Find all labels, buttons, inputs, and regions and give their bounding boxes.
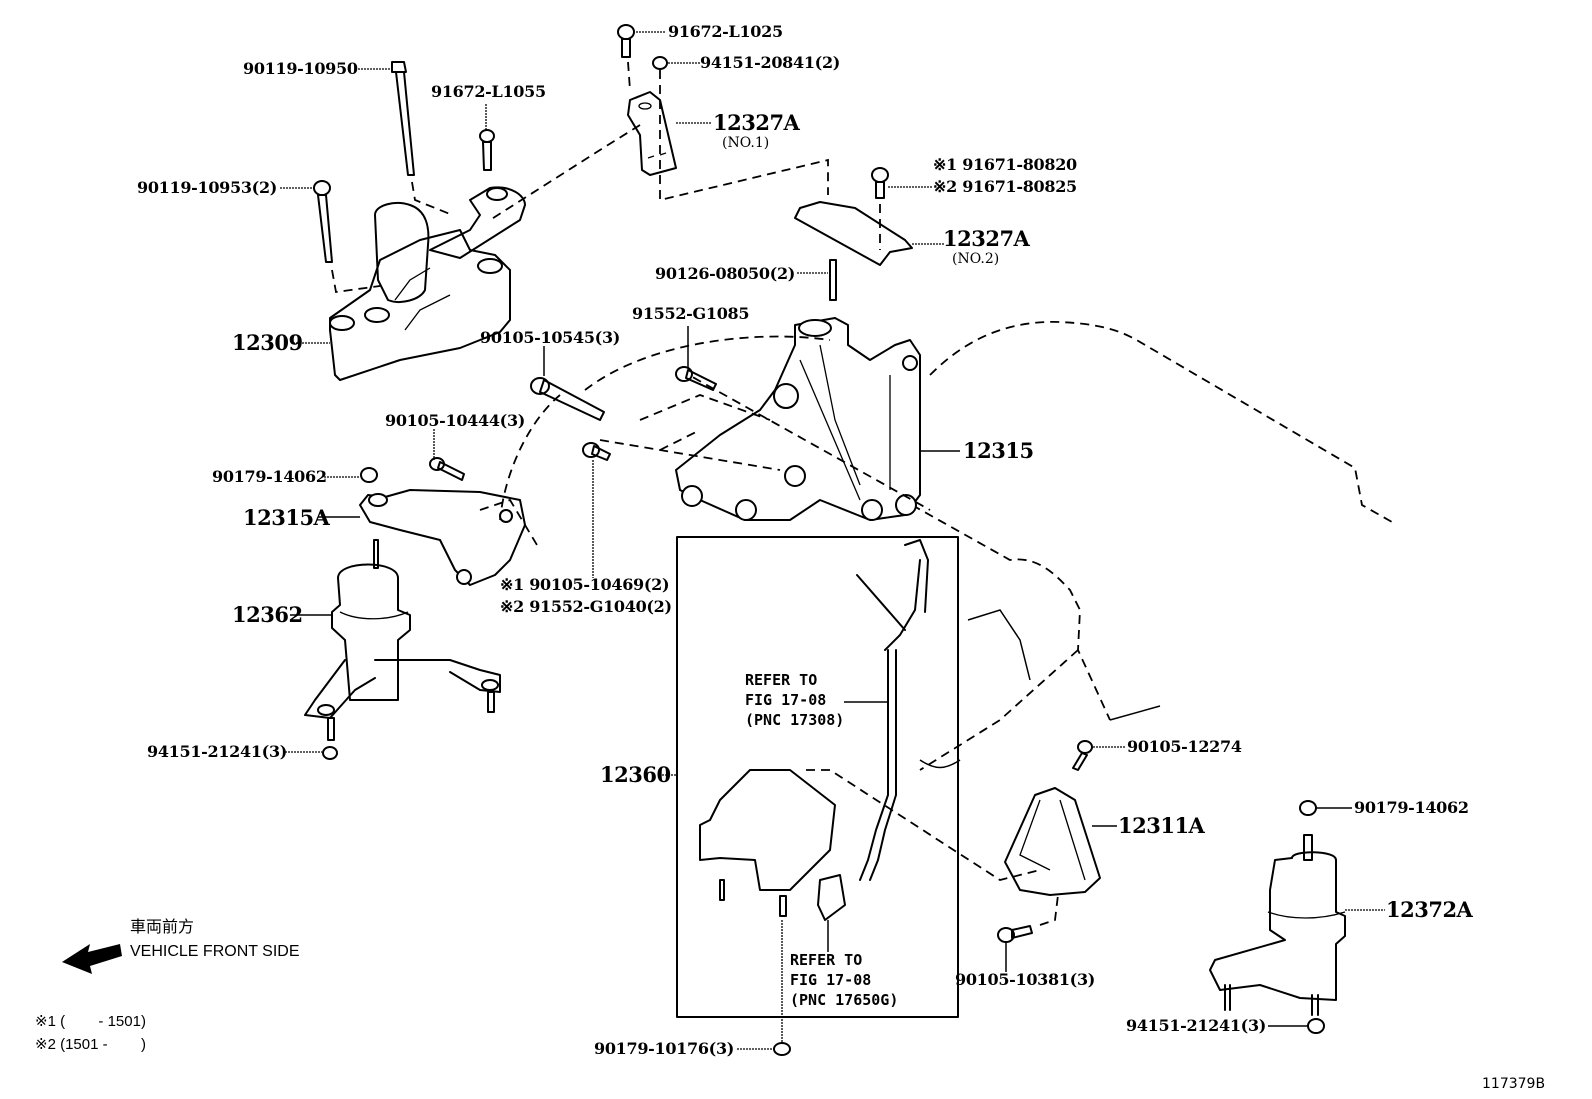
- part-12362-mount: [304, 539, 501, 760]
- label-90105-10444: 90105-10444(3): [385, 411, 526, 430]
- footnote-1: ※1 ( - 1501): [35, 1013, 146, 1030]
- part-12327A-no2: [794, 167, 913, 301]
- reference-note-pnc-17308: REFER TO FIG 17-08 (PNC 17308): [745, 670, 844, 730]
- reference-line: (PNC 17308): [745, 711, 845, 729]
- label-12362: 12362: [232, 602, 303, 627]
- label-90179-10176: 90179-10176(3): [594, 1039, 735, 1058]
- part-12309-bracket: [329, 186, 526, 381]
- reference-line: REFER TO: [745, 671, 818, 689]
- label-90105-10545: 90105-10545(3): [480, 328, 621, 347]
- label-90105-12274: 90105-12274: [1127, 737, 1242, 756]
- label-12327A-no2: 12327A: [943, 226, 1030, 251]
- part-12315A-bracket: [359, 457, 541, 586]
- label-91552-G1085: 91552-G1085: [632, 304, 750, 323]
- part-12311A-bracket: [997, 740, 1101, 943]
- vehicle-front-label-jp: 車両前方: [130, 919, 195, 936]
- label-12372A: 12372A: [1386, 897, 1473, 922]
- label-94151-21241-right: 94151-21241(3): [1126, 1016, 1267, 1035]
- label-91671-80825: ※2 91671-80825: [933, 177, 1077, 196]
- bolt-91552-G1085: [675, 366, 717, 391]
- part-12360-box: [676, 536, 1041, 1056]
- label-94151-21241-left: 94151-21241(3): [147, 742, 288, 761]
- reference-line: FIG 17-08: [790, 971, 872, 989]
- part-12372A-mount: [1209, 800, 1346, 1034]
- label-91552-G1040: ※2 91552-G1040(2): [500, 597, 672, 616]
- label-12309: 12309: [232, 330, 303, 355]
- label-91671-80820: ※1 91671-80820: [933, 155, 1077, 174]
- label-90119-10953: 90119-10953(2): [137, 178, 278, 197]
- reference-line: REFER TO: [790, 951, 863, 969]
- label-91672-L1025: 91672-L1025: [668, 22, 783, 41]
- label-90179-14062-right: 90179-14062: [1354, 798, 1469, 817]
- reference-line: FIG 17-08: [745, 691, 827, 709]
- label-12327A-no1-sub: (NO.1): [722, 135, 770, 151]
- part-12327A-no1: [489, 24, 829, 221]
- arrow-left-down-icon: [62, 944, 122, 974]
- label-91672-L1055: 91672-L1055: [431, 82, 546, 101]
- bolt-90105-10545: [530, 377, 605, 421]
- leader-lines: [280, 31, 1385, 1050]
- bolt-90119-10953: [313, 180, 381, 294]
- label-12315: 12315: [963, 438, 1034, 463]
- label-94151-20841: 94151-20841(2): [700, 53, 841, 72]
- part-12315-bracket: [599, 317, 931, 521]
- label-90105-10469: ※1 90105-10469(2): [500, 575, 670, 594]
- label-12360: 12360: [600, 762, 671, 787]
- label-12327A-no2-sub: (NO.2): [952, 251, 1000, 267]
- label-12327A-no1: 12327A: [713, 110, 800, 135]
- label-90119-10950: 90119-10950: [243, 59, 358, 78]
- engine-outline: [499, 321, 1393, 771]
- label-90105-10381: 90105-10381(3): [955, 970, 1096, 989]
- reference-line: (PNC 17650G): [790, 991, 899, 1009]
- vehicle-front-label-en: VEHICLE FRONT SIDE: [130, 943, 300, 960]
- bolt-90105-10469: [582, 442, 611, 461]
- label-90179-14062-left: 90179-14062: [212, 467, 327, 486]
- label-12315A: 12315A: [243, 505, 330, 530]
- label-90126-08050: 90126-08050(2): [655, 264, 796, 283]
- bolt-91672-L1055: [479, 129, 495, 171]
- label-12311A: 12311A: [1118, 813, 1205, 838]
- figure-id: 117379B: [1482, 1076, 1546, 1092]
- reference-note-pnc-17650g: REFER TO FIG 17-08 (PNC 17650G): [790, 950, 898, 1010]
- footnote-2: ※2 (1501 - ): [35, 1036, 146, 1053]
